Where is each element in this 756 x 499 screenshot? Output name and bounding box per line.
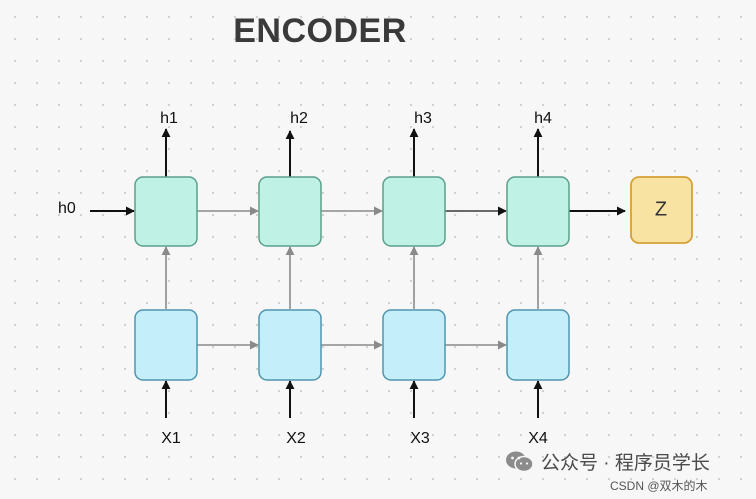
output-z-label: Z xyxy=(655,198,667,220)
label-x1: X1 xyxy=(161,430,181,447)
label-h3: h3 xyxy=(414,110,432,127)
hidden-cell-1 xyxy=(134,176,198,247)
watermark-channel: 公众号 · 程序员学长 xyxy=(541,453,710,474)
input-cell-1 xyxy=(134,309,198,381)
label-h4: h4 xyxy=(534,110,552,127)
input-cell-3 xyxy=(382,309,446,381)
label-h2: h2 xyxy=(290,110,308,127)
wechat-icon xyxy=(506,451,534,472)
label-x2: X2 xyxy=(286,430,306,447)
label-x4: X4 xyxy=(528,430,548,447)
input-cell-2 xyxy=(258,309,322,381)
label-x3: X3 xyxy=(410,430,430,447)
diagram-title: ENCODER xyxy=(233,12,407,50)
output-z-box xyxy=(630,176,693,244)
hidden-cell-2 xyxy=(258,176,322,247)
watermark: 公众号 · 程序员学长 xyxy=(505,448,710,475)
label-h0: h0 xyxy=(58,200,76,217)
watermark-credit: CSDN @双木的木 xyxy=(610,479,708,493)
hidden-cell-4 xyxy=(506,176,570,247)
label-h1: h1 xyxy=(160,110,178,127)
input-cell-4 xyxy=(506,309,570,381)
hidden-cell-3 xyxy=(382,176,446,247)
